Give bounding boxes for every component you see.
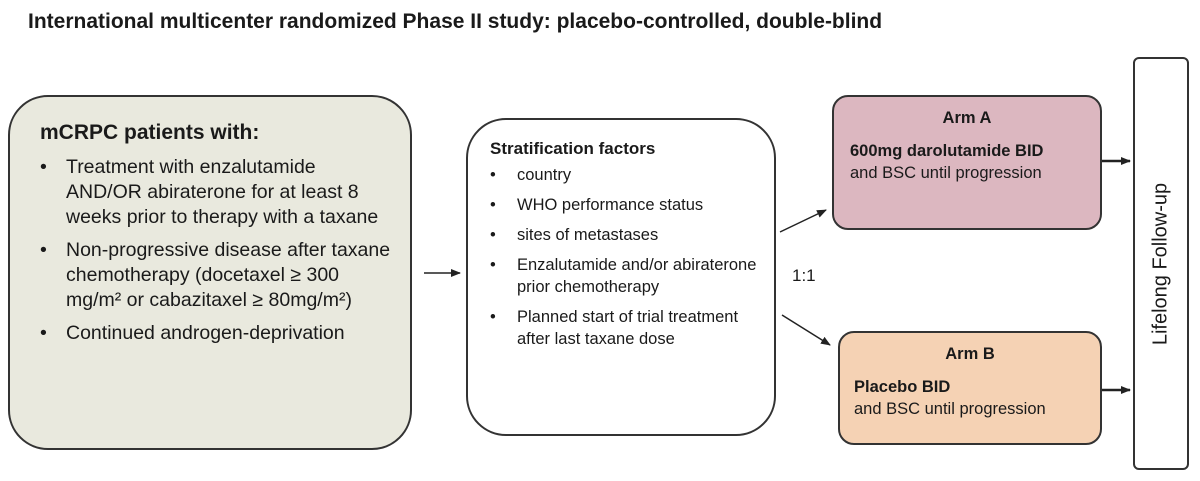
arrow-strat-to-arm-b [781,314,831,346]
strat-item-metastases: sites of metastases [490,224,760,246]
stratification-heading: Stratification factors [490,139,656,158]
stratification-list: country WHO performance status sites of … [490,164,760,350]
patients-item-treatment: Treatment with enzalutamide AND/OR abira… [40,155,394,230]
strat-item-who: WHO performance status [490,194,760,216]
strat-item-prior-therapy: Enzalutamide and/or abiraterone prior ch… [490,254,760,298]
arm-a-box: Arm A 600mg darolutamide BID and BSC unt… [832,95,1102,230]
patients-list: Treatment with enzalutamide AND/OR abira… [40,155,394,346]
follow-up-box: Lifelong Follow-up [1133,57,1189,470]
patients-item-nonprogressive: Non-progressive disease after taxane che… [40,238,394,313]
strat-item-planned-start: Planned start of trial treatment after l… [490,306,760,350]
arm-b-box: Arm B Placebo BID and BSC until progress… [838,331,1102,445]
arm-b-title: Arm B [945,345,995,363]
arm-b-drug: Placebo BID [854,378,951,396]
arm-a-bsc: and BSC until progression [850,164,1042,182]
patients-box: mCRPC patients with: Treatment with enza… [8,95,412,450]
arm-a-title: Arm A [942,109,992,127]
arrow-strat-to-arm-a [779,209,827,233]
patients-item-adt: Continued androgen-deprivation [40,321,394,346]
stratification-box: Stratification factors country WHO perfo… [466,118,776,436]
arm-b-bsc: and BSC until progression [854,400,1046,418]
randomization-ratio: 1:1 [792,266,816,285]
patients-heading: mCRPC patients with: [40,121,260,144]
strat-item-country: country [490,164,760,186]
diagram-title: International multicenter randomized Pha… [28,10,883,33]
arm-a-drug: 600mg darolutamide BID [850,142,1044,160]
